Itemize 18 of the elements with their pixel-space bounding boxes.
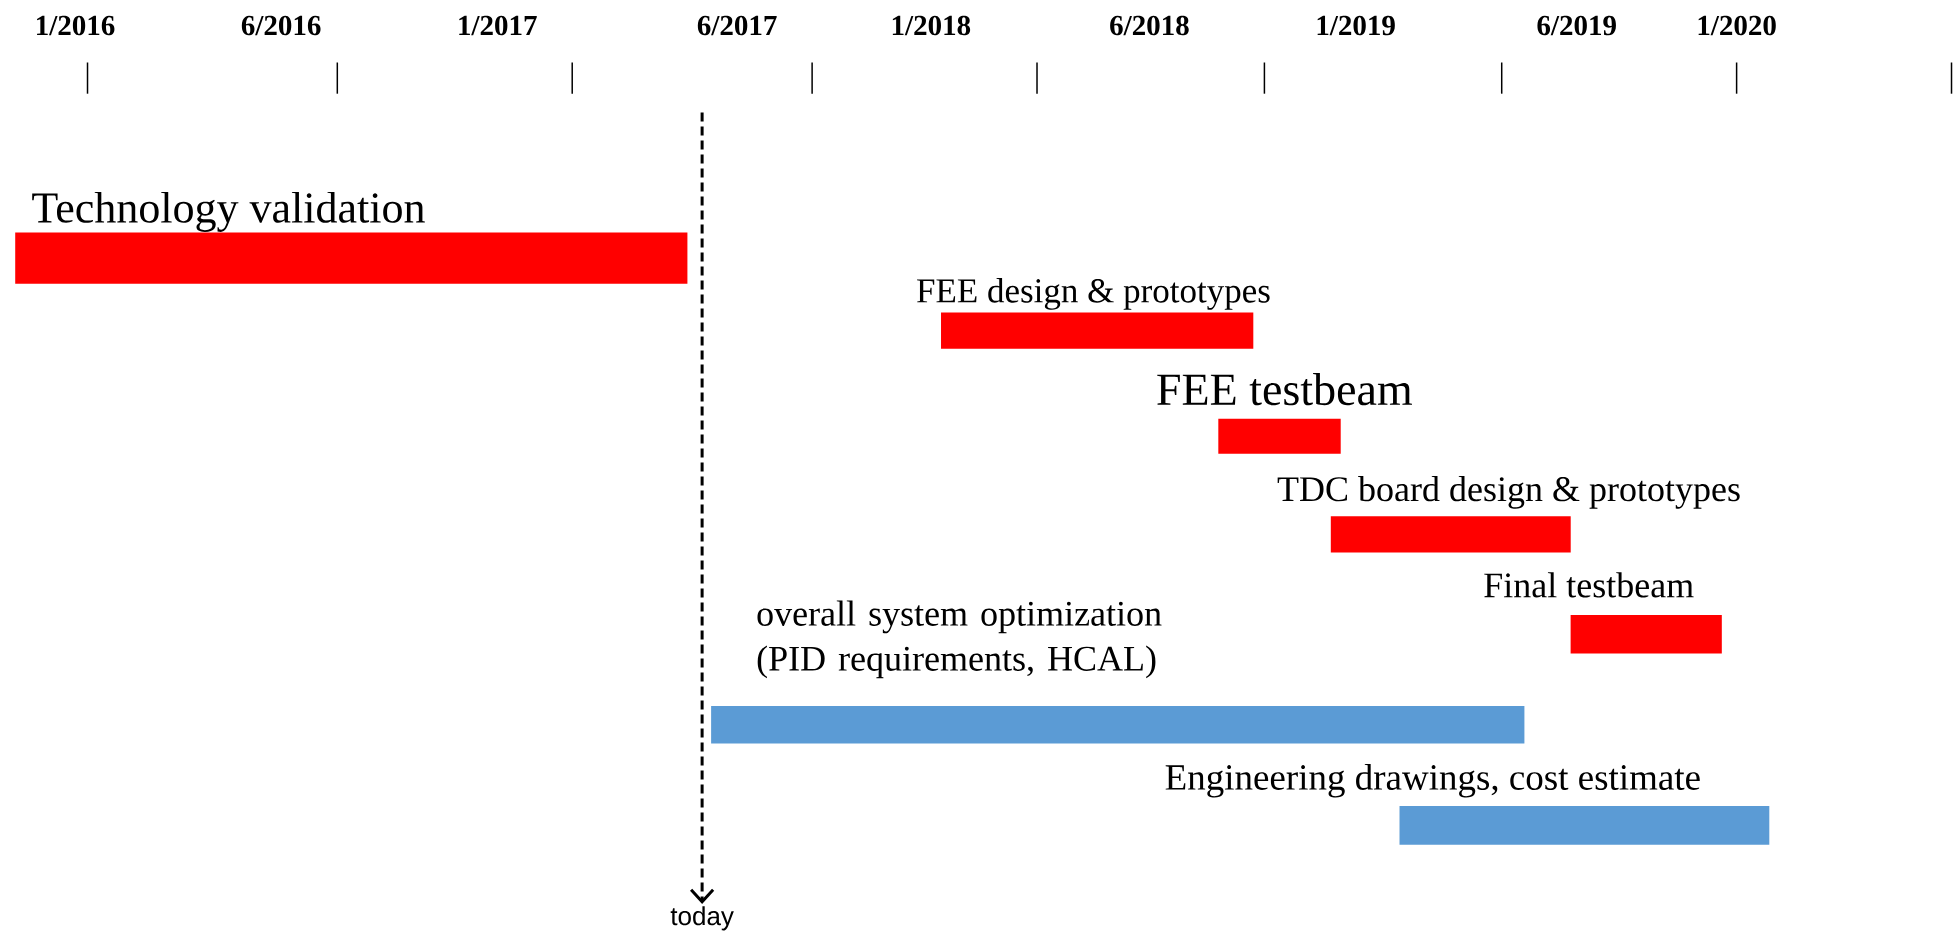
bar-label: FEE design & prototypes bbox=[917, 278, 1270, 310]
bar-label: Technology validation bbox=[32, 191, 425, 232]
tick-label: 1/2020 bbox=[1698, 15, 1776, 36]
bar-label: FEE testbeam bbox=[1157, 372, 1412, 406]
tick-label: 1/2019 bbox=[1317, 15, 1395, 36]
bar-label: overall system optimization (PID requirements, HCAL) bbox=[757, 600, 1162, 679]
tick-label: 6/2016 bbox=[241, 15, 321, 36]
bar-label: TDC board design & prototypes bbox=[1277, 476, 1740, 509]
tick-label: 1/2018 bbox=[892, 15, 971, 36]
bar-label: Engineering drawings, cost estimate bbox=[1165, 763, 1700, 798]
tick-label: 6/2017 bbox=[697, 15, 777, 36]
dashed-arrow bbox=[690, 112, 715, 904]
tick-label: 1/2017 bbox=[459, 15, 537, 36]
tick-label: 6/2019 bbox=[1537, 15, 1616, 36]
tick-label: 1/2016 bbox=[37, 15, 115, 36]
bar-label: Final testbeam bbox=[1484, 572, 1694, 598]
tick-label: 6/2018 bbox=[1110, 15, 1189, 36]
today-label: today bbox=[670, 906, 734, 931]
